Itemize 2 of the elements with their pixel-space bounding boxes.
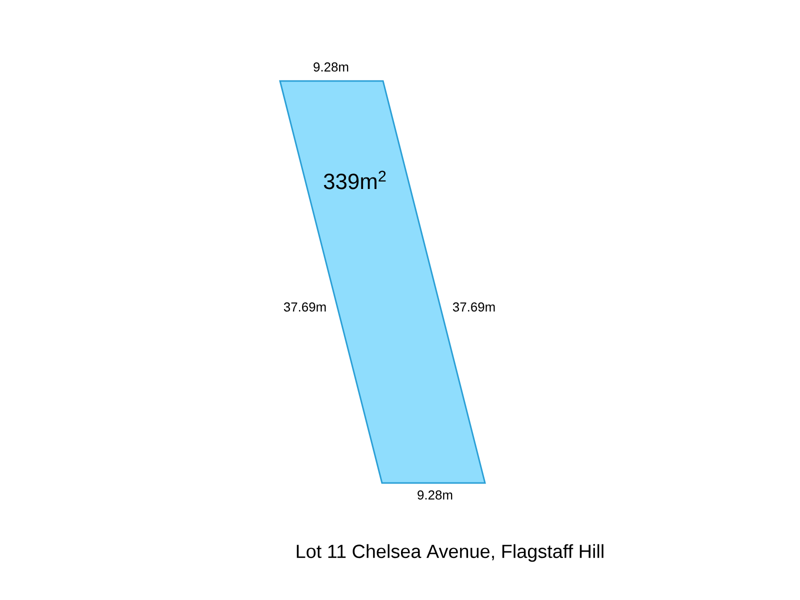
dimension-label: 37.69m bbox=[284, 302, 326, 312]
caption: Lot 11 Chelsea Avenue, Flagstaff Hill bbox=[296, 544, 604, 562]
